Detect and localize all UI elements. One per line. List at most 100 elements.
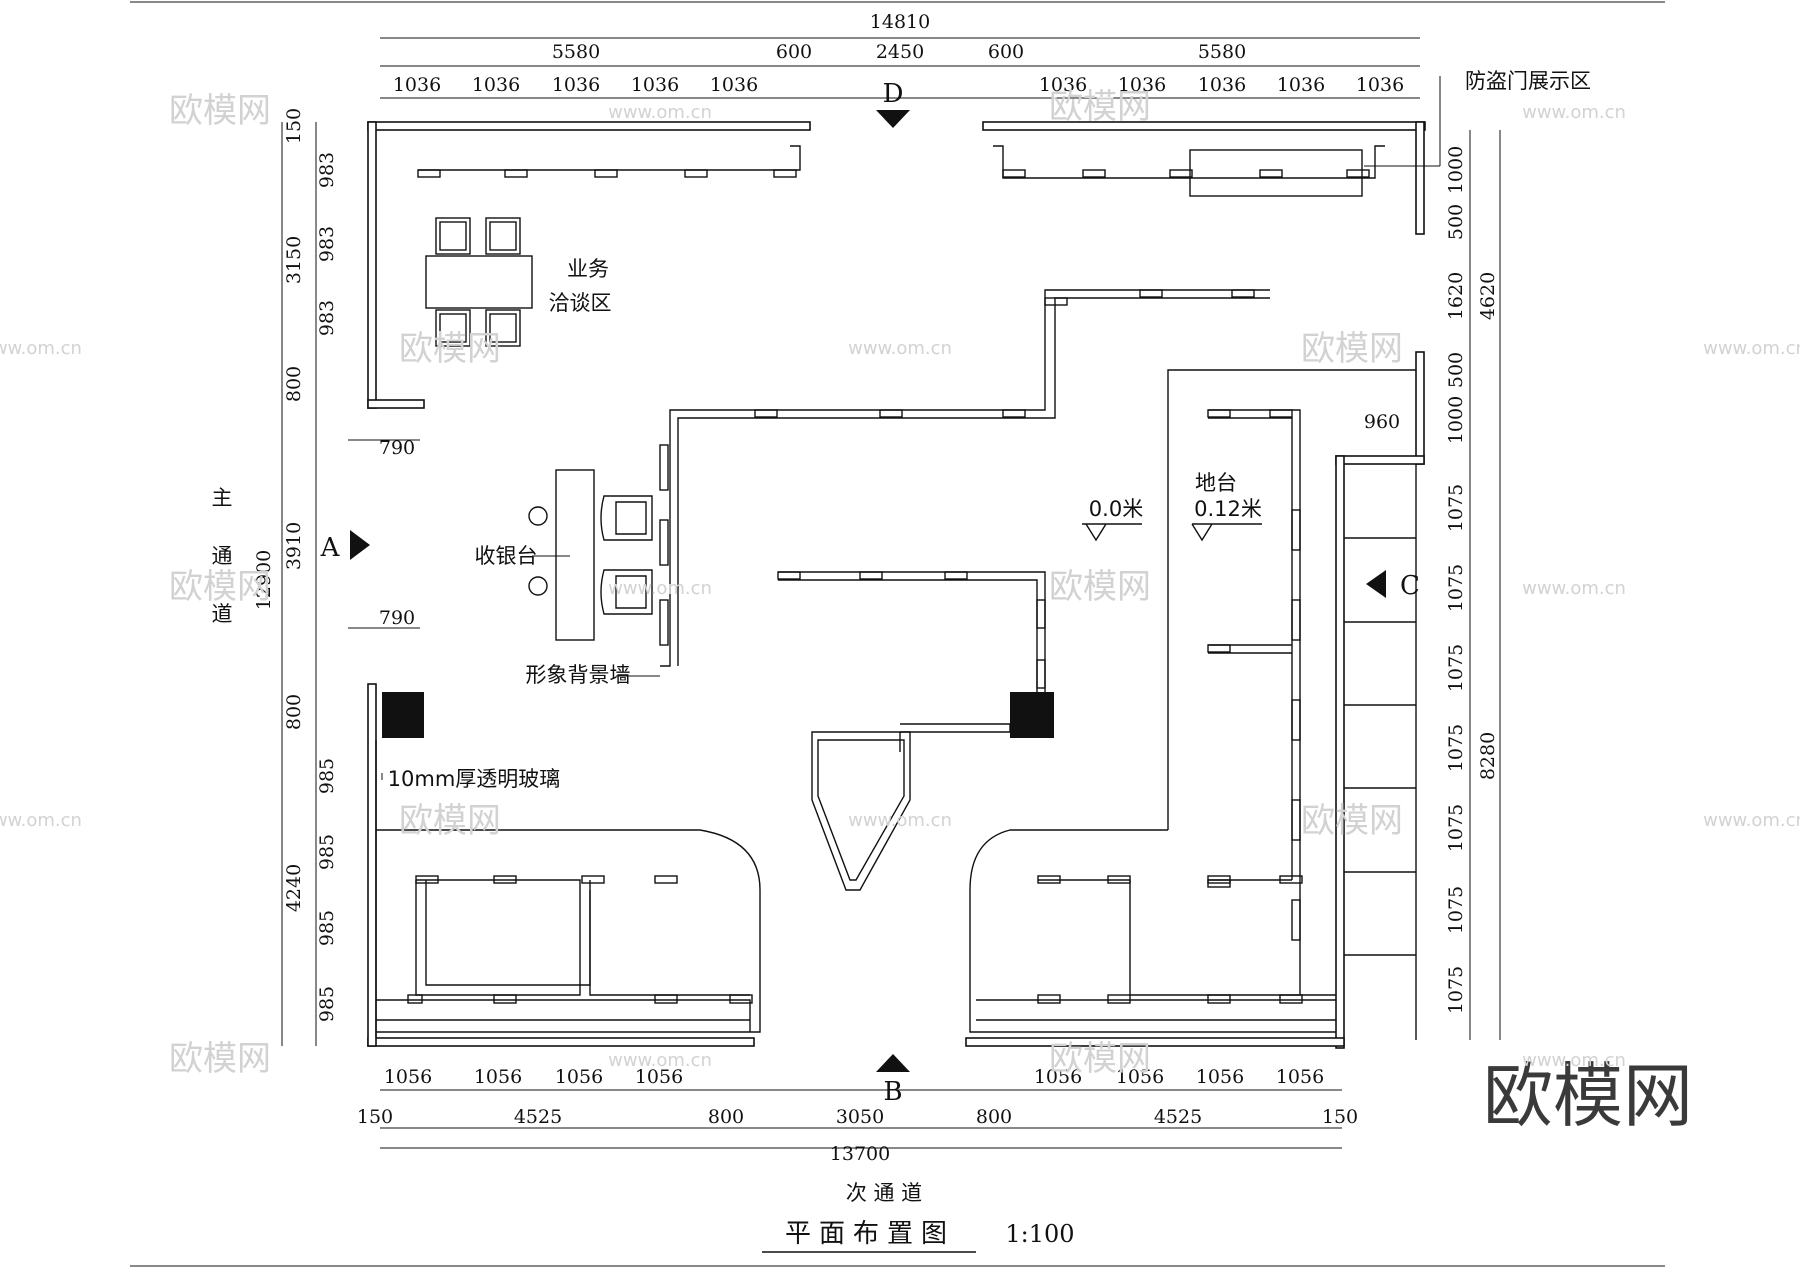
dim-top-right-sub: 1036 — [1039, 74, 1087, 96]
dim-opening-width: 790 — [379, 437, 415, 459]
dim-top-seg-3: 2450 — [876, 41, 924, 63]
dim-top-right-sub: 1036 — [1277, 74, 1325, 96]
dim-right-lower-sub: 1075 — [1445, 724, 1467, 772]
dim-right-upper-sub: 1000 — [1445, 396, 1467, 444]
watermark-url-faint: www.om.cn — [848, 810, 952, 831]
dim-left-seg-3: 800 — [283, 366, 305, 402]
watermark-logo-faint: 欧模网 — [1049, 87, 1151, 127]
entrance-d-label: D — [883, 79, 904, 109]
glass-label: 10mm厚透明玻璃 — [388, 767, 561, 791]
dim-right-upper-sub: 500 — [1445, 352, 1467, 388]
level-platform-label: 0.12米 — [1194, 497, 1262, 521]
dim-bottom-left-sub: 1056 — [555, 1066, 603, 1088]
watermark-url-faint: www.om.cn — [0, 338, 82, 359]
dim-left-lower-sub: 985 — [316, 986, 338, 1022]
watermark-url-faint: www.om.cn — [1703, 338, 1800, 359]
watermark-logo-faint: 欧模网 — [1301, 801, 1403, 841]
dim-top-seg-5: 5580 — [1198, 41, 1246, 63]
column — [1010, 692, 1054, 738]
dim-top-seg-2: 600 — [776, 41, 812, 63]
dim-bottom-seg-1: 150 — [357, 1106, 393, 1128]
dim-overall-right-upper: 4620 — [1477, 272, 1499, 320]
dim-left-seg-4: 3910 — [283, 522, 305, 570]
dim-top-left-sub: 1036 — [631, 74, 679, 96]
meeting-table-set — [425, 217, 533, 347]
meeting-area-label: 洽谈区 — [549, 291, 612, 315]
entrance-c-label: C — [1400, 571, 1420, 601]
dim-left-lower-sub: 985 — [316, 758, 338, 794]
drawing-scale: 1:100 — [1005, 1220, 1074, 1248]
entrance-d-arrow-icon — [876, 110, 910, 128]
watermark-url-faint: www.om.cn — [1522, 1050, 1626, 1071]
dim-bottom-left-sub: 1056 — [384, 1066, 432, 1088]
dim-top-right-sub: 1036 — [1118, 74, 1166, 96]
entrance-c-arrow-icon — [1366, 570, 1386, 598]
door-display-label: 防盗门展示区 — [1465, 69, 1591, 93]
watermark-logo: 欧模网 — [1483, 1055, 1693, 1137]
dim-right-lower-sub: 1075 — [1445, 484, 1467, 532]
entrance-b-arrow-icon — [876, 1054, 910, 1072]
dim-bottom-left-sub: 1056 — [635, 1066, 683, 1088]
dim-right-lower-sub: 1075 — [1445, 966, 1467, 1014]
exterior-walls — [367, 121, 1426, 1049]
dim-top-left-sub: 1036 — [710, 74, 758, 96]
dim-right-upper-sub: 1620 — [1445, 272, 1467, 320]
dim-top-right-sub: 1036 — [1198, 74, 1246, 96]
main-aisle-label: 通 — [212, 544, 233, 568]
watermark-logo-faint: 欧模网 — [169, 1039, 271, 1079]
dim-bottom-right-sub: 1056 — [1276, 1066, 1324, 1088]
dim-left-lower-sub: 985 — [316, 910, 338, 946]
watermark-logo-faint: 欧模网 — [399, 329, 501, 369]
dimension-lines — [281, 37, 1501, 1149]
cashier-counter — [528, 469, 653, 641]
door-display-box — [1189, 149, 1363, 197]
dim-bottom-right-sub: 1056 — [1034, 1066, 1082, 1088]
watermark-logo-faint: 欧模网 — [1049, 1039, 1151, 1079]
watermark-url-faint: www.om.cn — [1703, 810, 1800, 831]
dim-step: 960 — [1364, 411, 1400, 433]
dim-right-lower-sub: 1075 — [1445, 644, 1467, 692]
dim-top-left-sub: 1036 — [552, 74, 600, 96]
cashier-label: 收银台 — [475, 544, 538, 568]
watermark-url-faint: www.om.cn — [1522, 578, 1626, 599]
watermark-logo-faint: 欧模网 — [1301, 329, 1403, 369]
dim-right-upper-sub: 500 — [1445, 204, 1467, 240]
watermark-logo-faint: 欧模网 — [169, 567, 271, 607]
display-racks — [376, 145, 1417, 1040]
dim-top-left-sub: 1036 — [393, 74, 441, 96]
dim-overall-bottom: 13700 — [830, 1143, 890, 1165]
dim-right-lower-sub: 1075 — [1445, 564, 1467, 612]
dim-left-upper-sub: 983 — [316, 300, 338, 336]
watermark-url-faint: www.om.cn — [1522, 102, 1626, 123]
dim-left-seg-5: 800 — [283, 694, 305, 730]
dim-bottom-right-sub: 1056 — [1196, 1066, 1244, 1088]
meeting-area-label: 业务 — [567, 257, 609, 281]
watermark-logo-faint: 欧模网 — [1049, 567, 1151, 607]
watermark-url-faint: www.om.cn — [848, 338, 952, 359]
dim-bottom-seg-6: 4525 — [1154, 1106, 1202, 1128]
entrance-b-label: B — [883, 1077, 902, 1107]
image-wall-label: 形象背景墙 — [526, 663, 631, 687]
entrance-a-arrow-icon — [350, 530, 370, 560]
dim-left-seg-6: 4240 — [283, 864, 305, 912]
dim-left-upper-sub: 983 — [316, 152, 338, 188]
level-floor-label: 0.0米 — [1089, 497, 1143, 521]
main-aisle-label: 道 — [212, 602, 233, 626]
watermark-url-faint: www.om.cn — [608, 102, 712, 123]
dim-left-lower-sub: 985 — [316, 834, 338, 870]
dim-bottom-seg-2: 4525 — [514, 1106, 562, 1128]
dim-overall-left: 12900 — [253, 550, 275, 610]
secondary-aisle-label: 次 通 道 — [846, 1181, 922, 1205]
dim-bottom-seg-7: 150 — [1322, 1106, 1358, 1128]
watermark-url-faint: www.om.cn — [608, 578, 712, 599]
dim-top-seg-4: 600 — [988, 41, 1024, 63]
level-marker-platform-icon — [1191, 523, 1262, 542]
entrance-a-label: A — [320, 533, 341, 563]
platform-label: 地台 — [1195, 471, 1237, 495]
watermark-logo-faint: 欧模网 — [169, 91, 271, 131]
dim-right-upper-sub: 1000 — [1445, 146, 1467, 194]
watermark-url-faint: www.om.cn — [608, 1050, 712, 1071]
dim-bottom-seg-5: 800 — [976, 1106, 1012, 1128]
watermark-url-faint: www.om.cn — [0, 810, 82, 831]
drawing-title: 平面布置图 — [785, 1219, 955, 1249]
